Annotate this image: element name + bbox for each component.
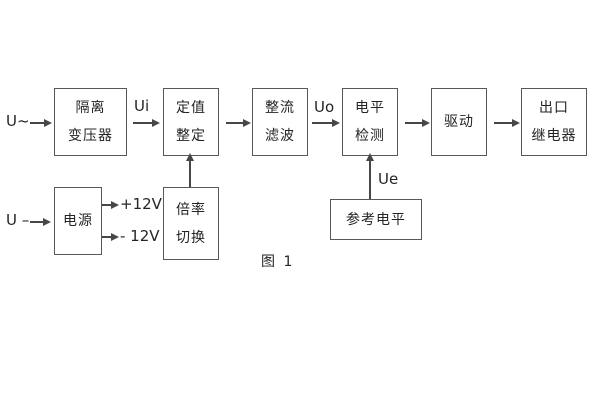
block-label-line2: 继电器	[531, 128, 577, 144]
block-output-relay: 出口 继电器	[521, 88, 587, 156]
block-drive: 驱动	[431, 88, 487, 156]
negative-rail-label: - 12V	[120, 227, 160, 245]
ratio-to-setting-arrow	[189, 160, 191, 187]
block-label-line2: 切换	[176, 229, 206, 246]
uo-signal-label: Uo	[314, 98, 335, 116]
ac-input-label: U~	[6, 112, 30, 130]
block-label-line2: 滤波	[265, 128, 295, 144]
block-rectify-filter: 整流 滤波	[252, 88, 308, 156]
positive-rail-arrow	[102, 204, 112, 206]
block-label-line1: 出口	[539, 100, 569, 116]
dc-input-label: U –	[6, 211, 30, 229]
block-value-setting: 定值 整定	[163, 88, 219, 156]
uo-arrow	[312, 122, 333, 124]
block-label-line1: 定值	[176, 100, 206, 116]
ui-signal-label: Ui	[134, 97, 150, 115]
block-label-line1: 倍率	[176, 201, 206, 218]
dc-input-arrow	[30, 221, 44, 223]
setting-to-rectifier-arrow	[226, 122, 244, 124]
figure-caption: 图 1	[261, 254, 295, 270]
drive-to-relay-arrow	[494, 122, 513, 124]
ui-arrow	[133, 122, 153, 124]
block-label: 参考电平	[346, 211, 406, 228]
block-label-line2: 变压器	[68, 128, 113, 144]
block-label-line1: 隔离	[75, 100, 106, 116]
ue-signal-label: Ue	[378, 170, 399, 188]
block-isolation-transformer: 隔离 变压器	[54, 88, 127, 156]
block-reference-level: 参考电平	[330, 199, 422, 240]
block-label: 电源	[63, 213, 93, 229]
block-label-line1: 电平	[355, 100, 385, 116]
detection-to-drive-arrow	[405, 122, 423, 124]
negative-rail-arrow	[102, 236, 112, 238]
block-level-detection: 电平 检测	[342, 88, 398, 156]
block-label-line2: 检测	[355, 128, 385, 144]
ac-input-arrow	[30, 122, 45, 124]
positive-rail-label: +12V	[120, 195, 162, 213]
block-label-line2: 整定	[176, 128, 206, 144]
block-power-supply: 电源	[54, 187, 102, 255]
ue-arrow	[369, 160, 371, 199]
block-label-line1: 整流	[265, 100, 295, 116]
block-ratio-switch: 倍率 切换	[163, 187, 219, 260]
block-label: 驱动	[444, 114, 474, 130]
